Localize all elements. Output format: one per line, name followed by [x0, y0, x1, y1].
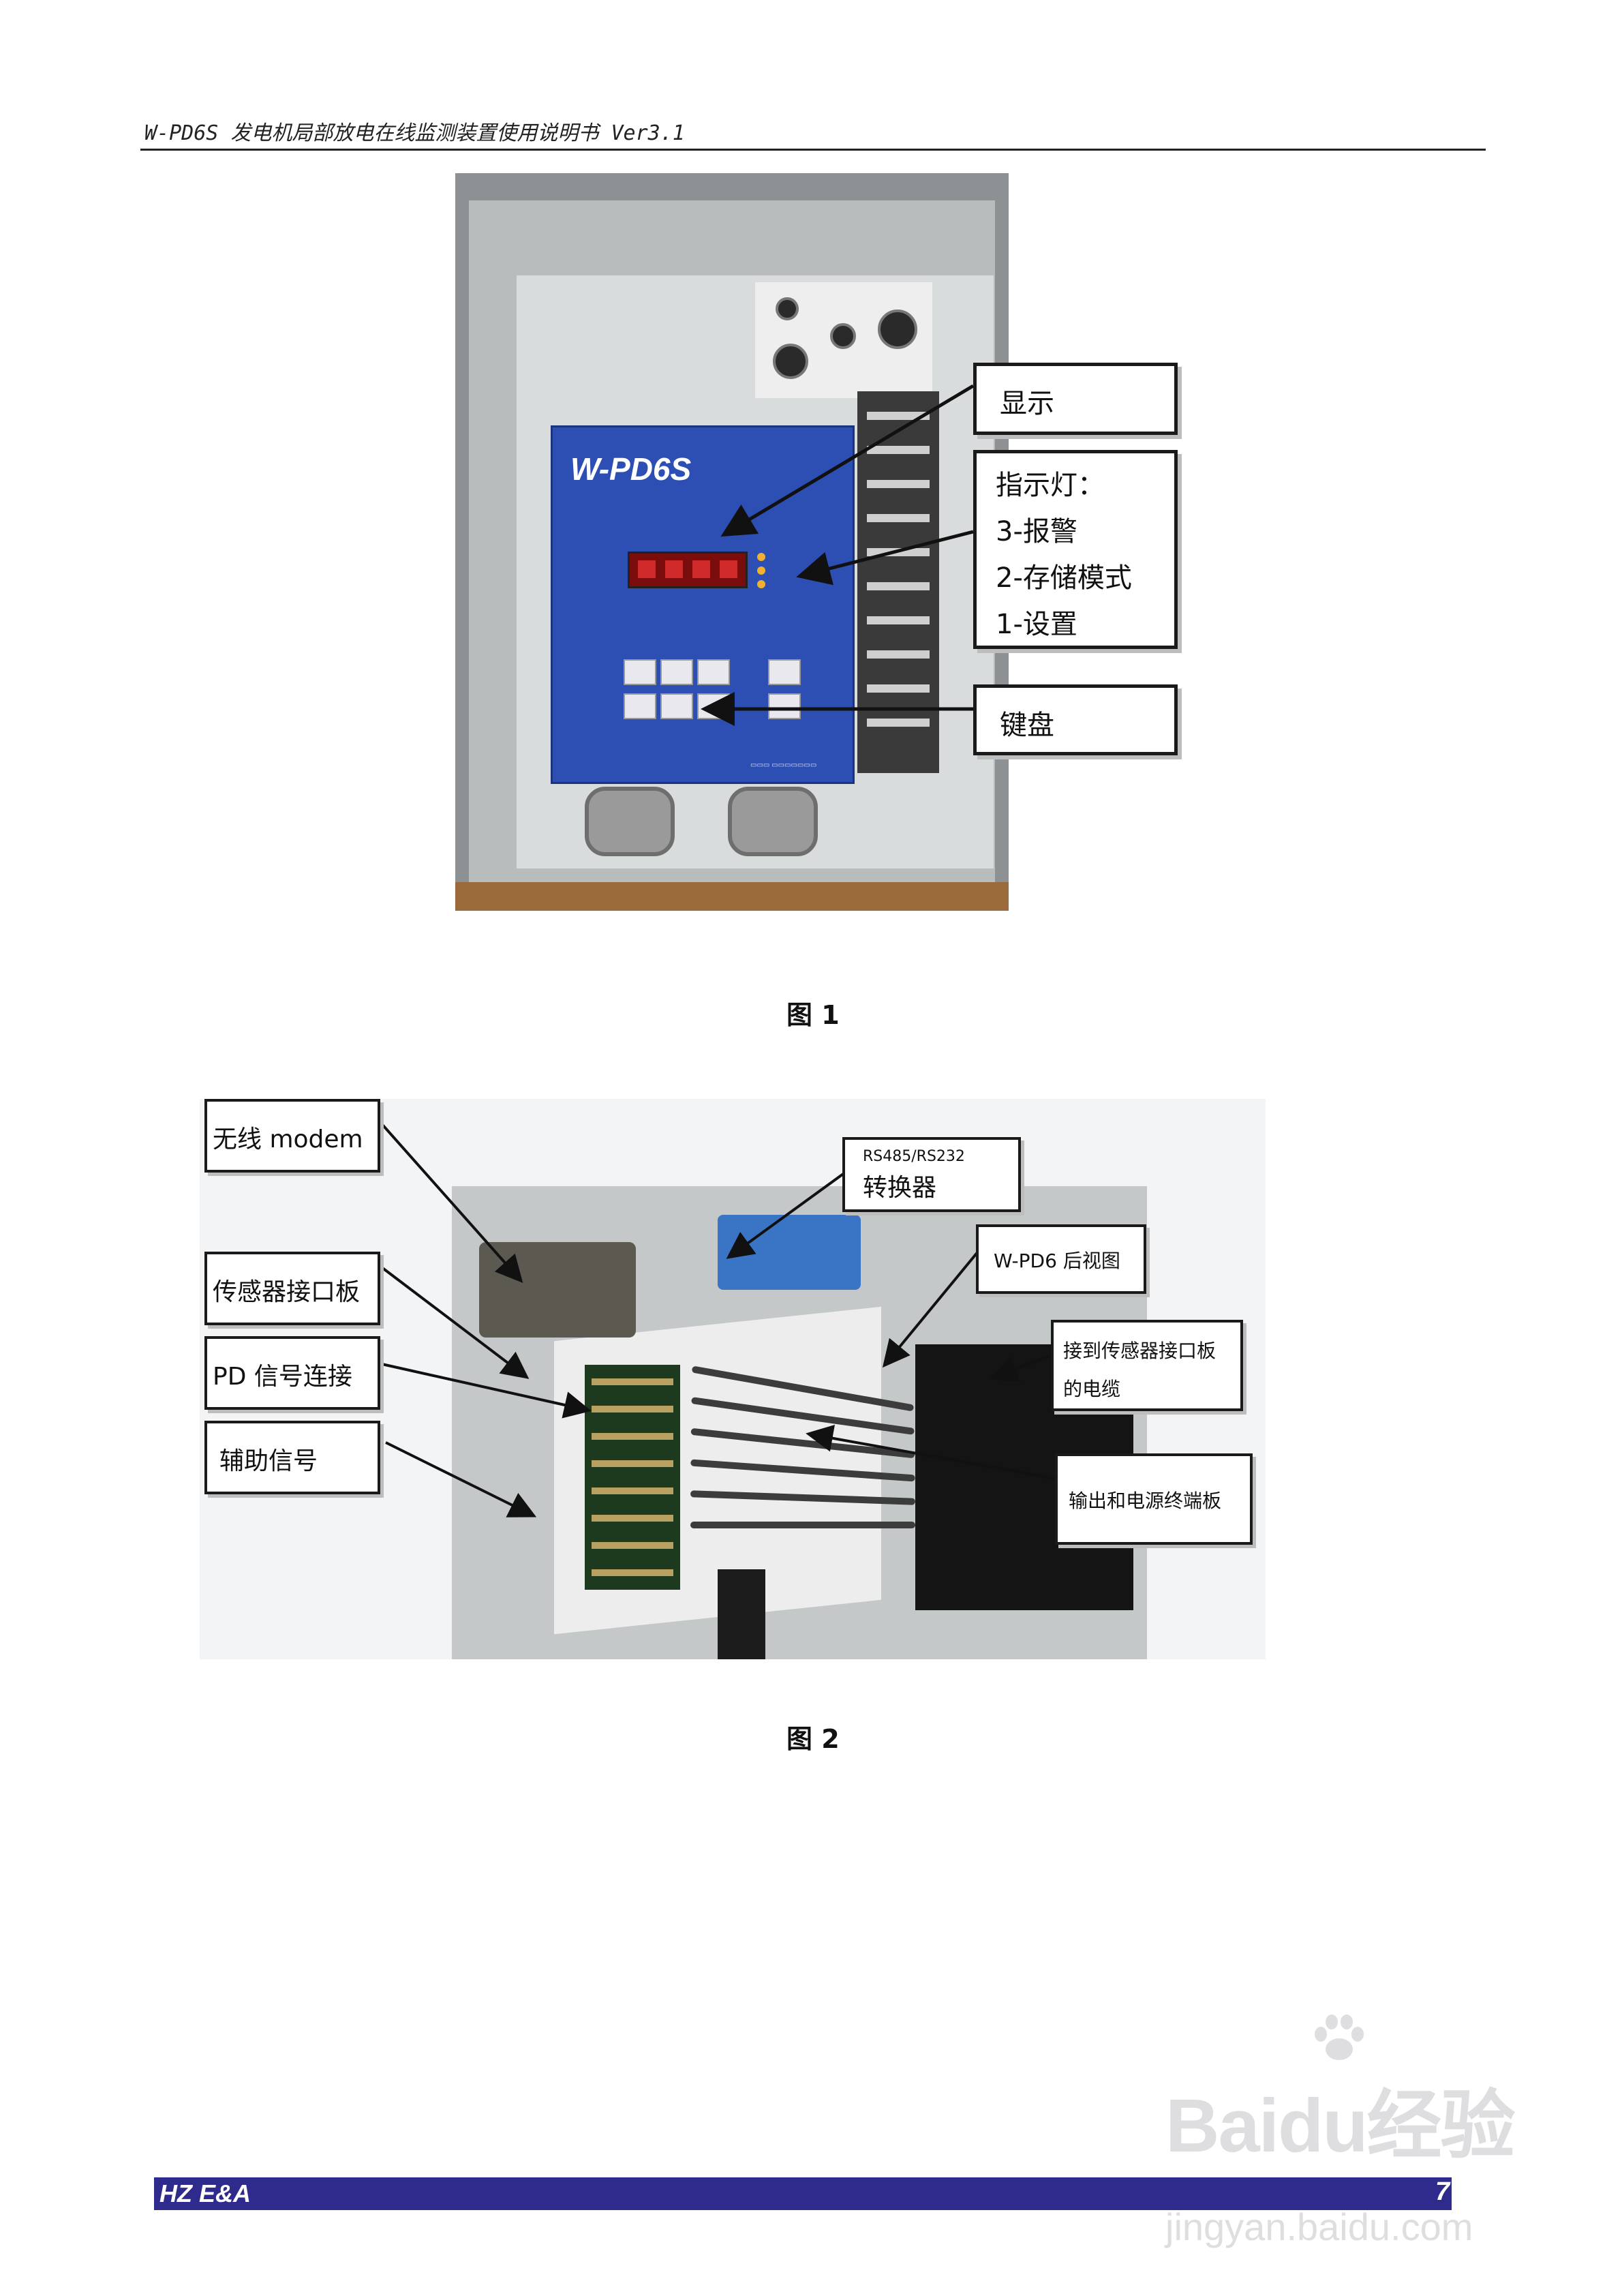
- wooden-base: [455, 882, 1009, 911]
- indicator-led-icon: [757, 580, 765, 588]
- cable-bundle: [718, 1569, 765, 1659]
- connector-plate: [755, 282, 932, 398]
- callout-wireless-modem: 无线 modem: [204, 1099, 380, 1173]
- keypad-key: [768, 693, 801, 719]
- arrow-to-indicators: [796, 530, 974, 586]
- watermark-logo-text: Baidu经验: [1165, 2084, 1516, 2168]
- keypad-key: [624, 693, 656, 719]
- callout-converter: RS485/RS232 转换器: [842, 1137, 1021, 1212]
- keypad-key: [660, 659, 693, 685]
- callout-indicator-2: 2-存储模式: [996, 562, 1132, 594]
- cable-gland: [585, 787, 675, 856]
- panel-brand-label: W-PD6S: [570, 451, 692, 487]
- indicator-led-icon: [757, 553, 765, 561]
- sensor-interface-board: [585, 1365, 680, 1590]
- callout-pd-signal-text: PD 信号连接: [213, 1363, 352, 1391]
- page-header-title: W-PD6S 发电机局部放电在线监测装置使用说明书 Ver3.1: [144, 121, 685, 145]
- callout-aux-signal: 辅助信号: [204, 1421, 380, 1494]
- callout-aux-signal-text: 辅助信号: [219, 1447, 318, 1475]
- callout-indicators-title: 指示灯：: [996, 470, 1105, 501]
- indicator-led-icon: [757, 567, 765, 575]
- figure2-caption: 图 2: [786, 1724, 840, 1754]
- header-divider: [140, 149, 1486, 151]
- connector-icon: [830, 323, 856, 349]
- panel-maker-label: ▭▭▭ ▭▭▭▭▭▭▭: [750, 761, 817, 769]
- callout-keyboard: 键盘: [973, 684, 1178, 755]
- callout-sensor-board-text: 传感器接口板: [213, 1278, 361, 1306]
- callout-wireless-modem-text: 无线 modem: [213, 1126, 363, 1153]
- led-display: [628, 552, 748, 588]
- callout-sensor-board: 传感器接口板: [204, 1252, 380, 1325]
- callout-display: 显示: [973, 363, 1178, 435]
- callout-output-power: 输出和电源终端板: [1055, 1453, 1253, 1545]
- watermark-url: jingyan.baidu.com: [1165, 2205, 1473, 2248]
- callout-sensor-cable: 接到传感器接口板 的电缆: [1051, 1320, 1243, 1411]
- callout-display-text: 显示: [1000, 388, 1054, 419]
- callout-keyboard-text: 键盘: [1000, 710, 1054, 741]
- callout-output-power-text: 输出和电源终端板: [1069, 1490, 1222, 1512]
- keypad-key: [768, 659, 801, 685]
- keypad-key: [697, 659, 730, 685]
- connector-icon: [878, 309, 917, 349]
- keypad-key: [624, 659, 656, 685]
- callout-indicator-1: 1-设置: [996, 609, 1077, 640]
- arrow-to-display: [720, 384, 975, 537]
- callout-cable-line2: 的电缆: [1063, 1378, 1121, 1400]
- cable-gland: [728, 787, 818, 856]
- connector-icon: [773, 344, 808, 379]
- connector-icon: [776, 297, 799, 320]
- callout-converter-line1: RS485/RS232: [863, 1148, 965, 1165]
- callout-pd-signal: PD 信号连接: [204, 1336, 380, 1410]
- baidu-paw-icon: [1315, 2014, 1364, 2060]
- callout-converter-line2: 转换器: [863, 1174, 937, 1202]
- footer-company: HZ E&A: [159, 2179, 251, 2207]
- figure2-arrows: [378, 1119, 1061, 1517]
- figure1-caption: 图 1: [786, 1000, 840, 1030]
- callout-rear-view-text: W-PD6 后视图: [994, 1250, 1120, 1272]
- figure1-arrows: [701, 384, 975, 726]
- page-number: 7: [1435, 2177, 1450, 2206]
- figure1-photo: W-PD6S ▭▭▭ ▭▭▭▭▭▭▭: [455, 173, 1009, 911]
- callout-indicators: 指示灯： 3-报警 2-存储模式 1-设置: [973, 450, 1178, 649]
- callout-rear-view: W-PD6 后视图: [976, 1224, 1146, 1294]
- footer-bar: [154, 2177, 1452, 2210]
- keypad-key: [660, 693, 693, 719]
- callout-indicator-3: 3-报警: [996, 516, 1077, 547]
- callout-cable-line1: 接到传感器接口板: [1063, 1340, 1216, 1362]
